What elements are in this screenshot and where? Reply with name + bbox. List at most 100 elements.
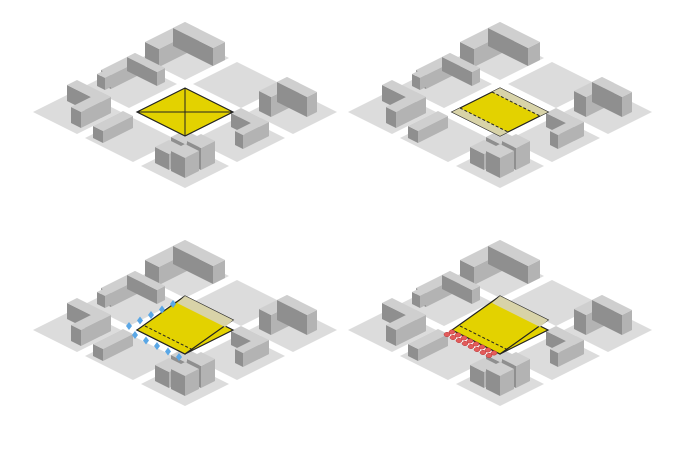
building-face bbox=[103, 334, 133, 361]
seating-step bbox=[455, 338, 463, 343]
building-roof bbox=[592, 295, 632, 315]
building-face bbox=[488, 28, 528, 66]
building-face bbox=[171, 369, 185, 396]
building-roof bbox=[386, 92, 426, 112]
building-roof bbox=[488, 240, 540, 266]
building-face bbox=[157, 68, 165, 86]
building-face bbox=[396, 315, 426, 346]
building-roof bbox=[592, 77, 632, 97]
building-face bbox=[173, 28, 213, 66]
building-roof bbox=[93, 111, 133, 131]
seating-step bbox=[443, 332, 451, 337]
building-roof bbox=[277, 77, 317, 97]
water-arrow bbox=[126, 322, 132, 330]
water-arrow bbox=[137, 316, 143, 325]
building-roof bbox=[277, 295, 317, 315]
building-face bbox=[71, 107, 81, 128]
building-face bbox=[93, 126, 103, 143]
building-roof bbox=[187, 134, 215, 148]
building-face bbox=[97, 292, 105, 308]
building-face bbox=[472, 286, 480, 304]
dotted-strip bbox=[452, 108, 508, 136]
seating-step bbox=[484, 347, 492, 353]
building-roof bbox=[412, 66, 436, 78]
building-face bbox=[516, 359, 530, 388]
building-roof bbox=[502, 352, 530, 366]
building-face bbox=[420, 288, 436, 308]
dotted-strip bbox=[492, 88, 548, 116]
building-face bbox=[622, 92, 632, 117]
building-face bbox=[386, 107, 396, 128]
building-roof bbox=[442, 271, 480, 290]
building-face bbox=[408, 126, 418, 143]
building-face bbox=[127, 57, 157, 86]
building-face bbox=[408, 344, 418, 361]
building-face bbox=[235, 131, 243, 149]
building-face bbox=[127, 275, 157, 304]
building-face bbox=[420, 70, 436, 90]
building-face bbox=[243, 122, 269, 149]
building-face bbox=[442, 275, 472, 304]
building-face bbox=[307, 92, 317, 117]
building-face bbox=[307, 310, 317, 335]
building-face bbox=[155, 365, 169, 388]
building-face bbox=[550, 131, 558, 149]
building-roof bbox=[488, 22, 540, 48]
building-face bbox=[71, 325, 81, 346]
building-face bbox=[418, 334, 448, 361]
building-face bbox=[528, 42, 540, 66]
building-roof bbox=[97, 66, 121, 78]
building-face bbox=[277, 82, 307, 117]
building-face bbox=[550, 349, 558, 367]
building-face bbox=[470, 147, 484, 170]
building-face bbox=[412, 74, 420, 90]
building-roof bbox=[97, 284, 121, 296]
dashed-edge bbox=[459, 107, 509, 133]
building-face bbox=[386, 325, 396, 346]
dotted-strip bbox=[492, 296, 548, 327]
seating-step bbox=[461, 341, 469, 346]
building-face bbox=[516, 141, 530, 170]
seating-step bbox=[479, 350, 487, 355]
building-face bbox=[259, 309, 271, 335]
building-face bbox=[171, 151, 185, 178]
building-face bbox=[213, 42, 225, 66]
water-arrow bbox=[170, 300, 176, 308]
water-arrow bbox=[154, 342, 160, 350]
building-face bbox=[528, 260, 540, 284]
water-arrow bbox=[159, 305, 165, 314]
building-face bbox=[81, 97, 111, 128]
building-roof bbox=[127, 271, 165, 290]
building-face bbox=[105, 288, 121, 308]
seating-step bbox=[478, 344, 486, 350]
panel-site-plan bbox=[33, 22, 337, 188]
water-arrow bbox=[148, 311, 154, 319]
dashed-edge bbox=[459, 325, 509, 351]
building-roof bbox=[550, 336, 584, 353]
building-roof bbox=[187, 352, 215, 366]
building-roof bbox=[408, 111, 448, 131]
building-roof bbox=[550, 118, 584, 135]
panel-tilted-surface-water bbox=[33, 240, 337, 406]
building-roof bbox=[502, 134, 530, 148]
water-arrow bbox=[143, 336, 149, 345]
building-face bbox=[488, 246, 528, 284]
water-arrow bbox=[176, 353, 182, 361]
building-face bbox=[243, 340, 269, 367]
building-face bbox=[412, 292, 420, 308]
building-face bbox=[418, 116, 448, 143]
building-roof bbox=[386, 310, 426, 330]
building-roof bbox=[171, 144, 199, 158]
building-face bbox=[103, 116, 133, 143]
building-face bbox=[472, 68, 480, 86]
building-roof bbox=[71, 310, 111, 330]
building-face bbox=[185, 151, 199, 178]
seating-step bbox=[466, 338, 474, 344]
building-face bbox=[574, 91, 586, 117]
building-face bbox=[558, 340, 584, 367]
building-face bbox=[277, 300, 307, 335]
building-face bbox=[470, 365, 484, 388]
seating-step bbox=[449, 335, 457, 340]
